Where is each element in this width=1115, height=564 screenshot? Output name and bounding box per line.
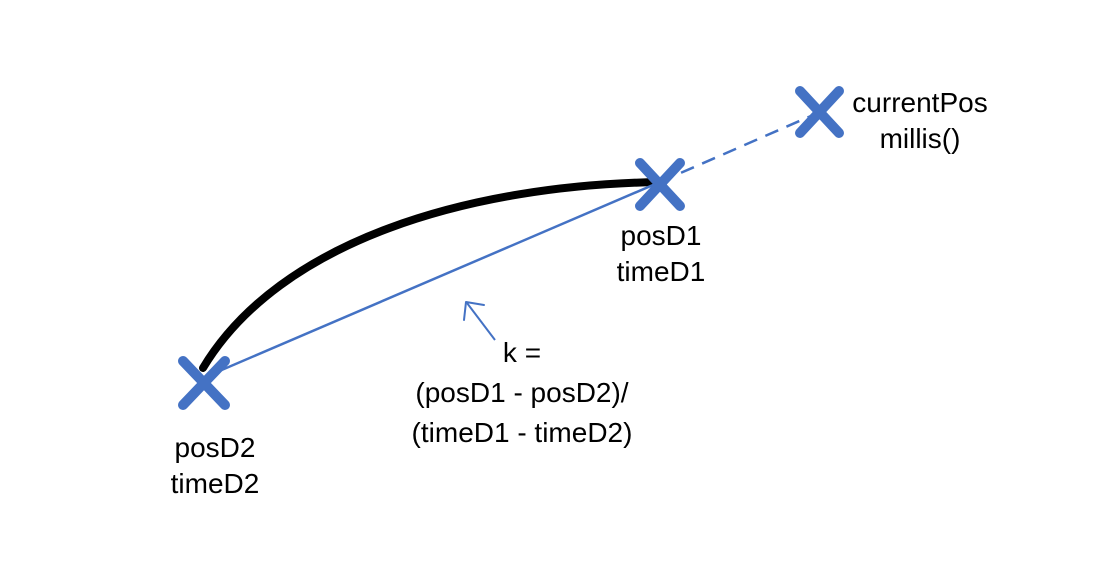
millis-text: millis() [879, 123, 961, 154]
formula-line-1: k = [502, 337, 542, 368]
formula-line-3: (timeD1 - timeD2) [411, 417, 633, 448]
extrapolation-line [659, 110, 821, 184]
x-marker-icon [178, 356, 230, 410]
x-marker-icon [795, 86, 844, 138]
pos-d1-text: posD1 [620, 220, 702, 251]
trajectory-curve [199, 178, 664, 372]
time-d1-text: timeD1 [616, 256, 706, 287]
slope-line [202, 180, 661, 380]
formula-line-2: (posD1 - posD2)/ [415, 377, 629, 408]
point-d1-label: posD1 timeD1 [617, 218, 706, 290]
current-point-label: currentPos millis() [852, 85, 987, 157]
x-marker-icon [635, 158, 685, 211]
time-d2-text: timeD2 [170, 468, 260, 499]
slope-formula: k = (posD1 - posD2)/ (timeD1 - timeD2) [412, 333, 633, 453]
arrow-icon [463, 301, 496, 341]
point-d2-label: posD2 timeD2 [171, 430, 260, 502]
current-pos-text: currentPos [852, 87, 988, 118]
pos-d2-text: posD2 [174, 432, 256, 463]
